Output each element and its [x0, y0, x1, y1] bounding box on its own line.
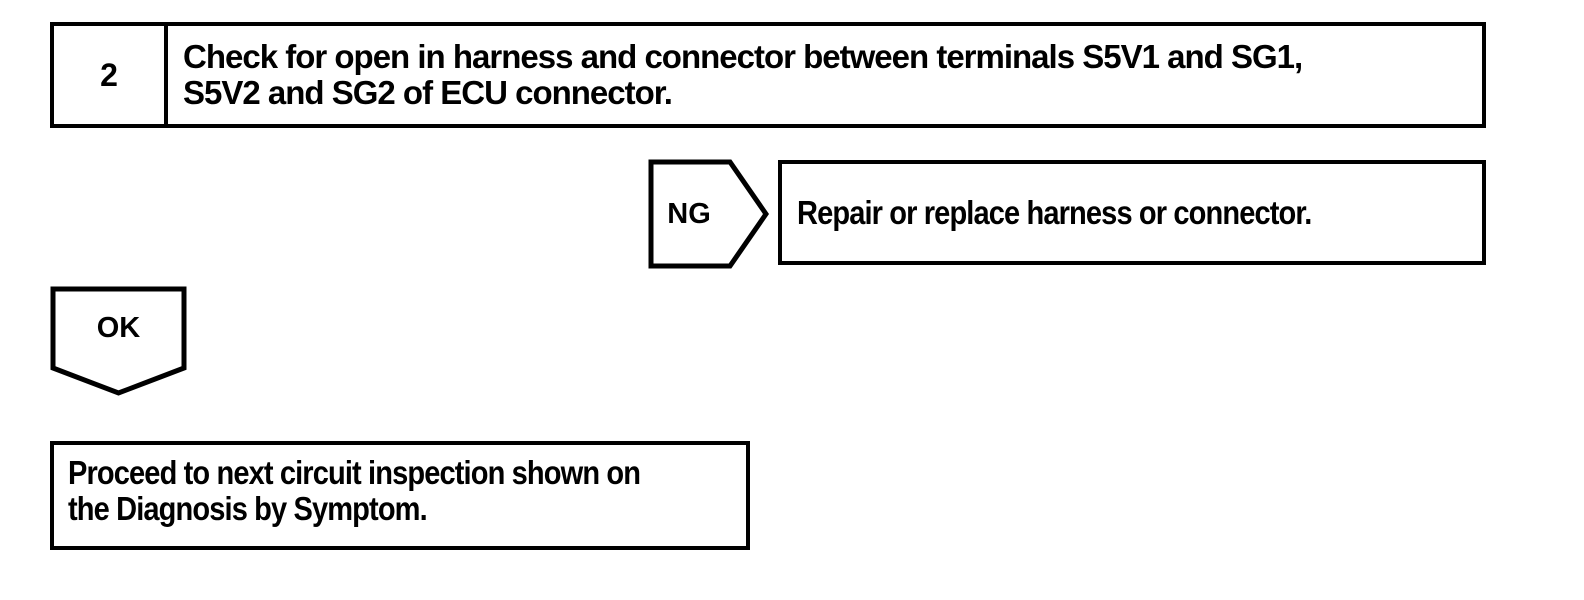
ok-arrow-shape: [50, 286, 187, 396]
step-instruction: Check for open in harness and connector …: [168, 26, 1482, 124]
ok-action-box: Proceed to next circuit inspection shown…: [50, 441, 750, 550]
step-box: 2 Check for open in harness and connecto…: [50, 22, 1486, 128]
ng-connector: NG: [648, 159, 769, 269]
ng-label: NG: [667, 197, 711, 230]
step-instruction-line-1: Check for open in harness and connector …: [183, 38, 1303, 75]
ng-action-text: Repair or replace harness or connector.: [797, 193, 1312, 231]
ok-action-line-2: the Diagnosis by Symptom.: [68, 490, 428, 527]
step-number: 2: [54, 26, 168, 124]
ok-action-line-1: Proceed to next circuit inspection shown…: [68, 454, 641, 491]
ok-connector: OK: [50, 286, 187, 396]
step-instruction-line-2: S5V2 and SG2 of ECU connector.: [183, 74, 673, 111]
ng-arrow-shape: [648, 159, 769, 269]
ok-label: OK: [96, 311, 141, 344]
ng-action-box: Repair or replace harness or connector.: [778, 160, 1486, 265]
